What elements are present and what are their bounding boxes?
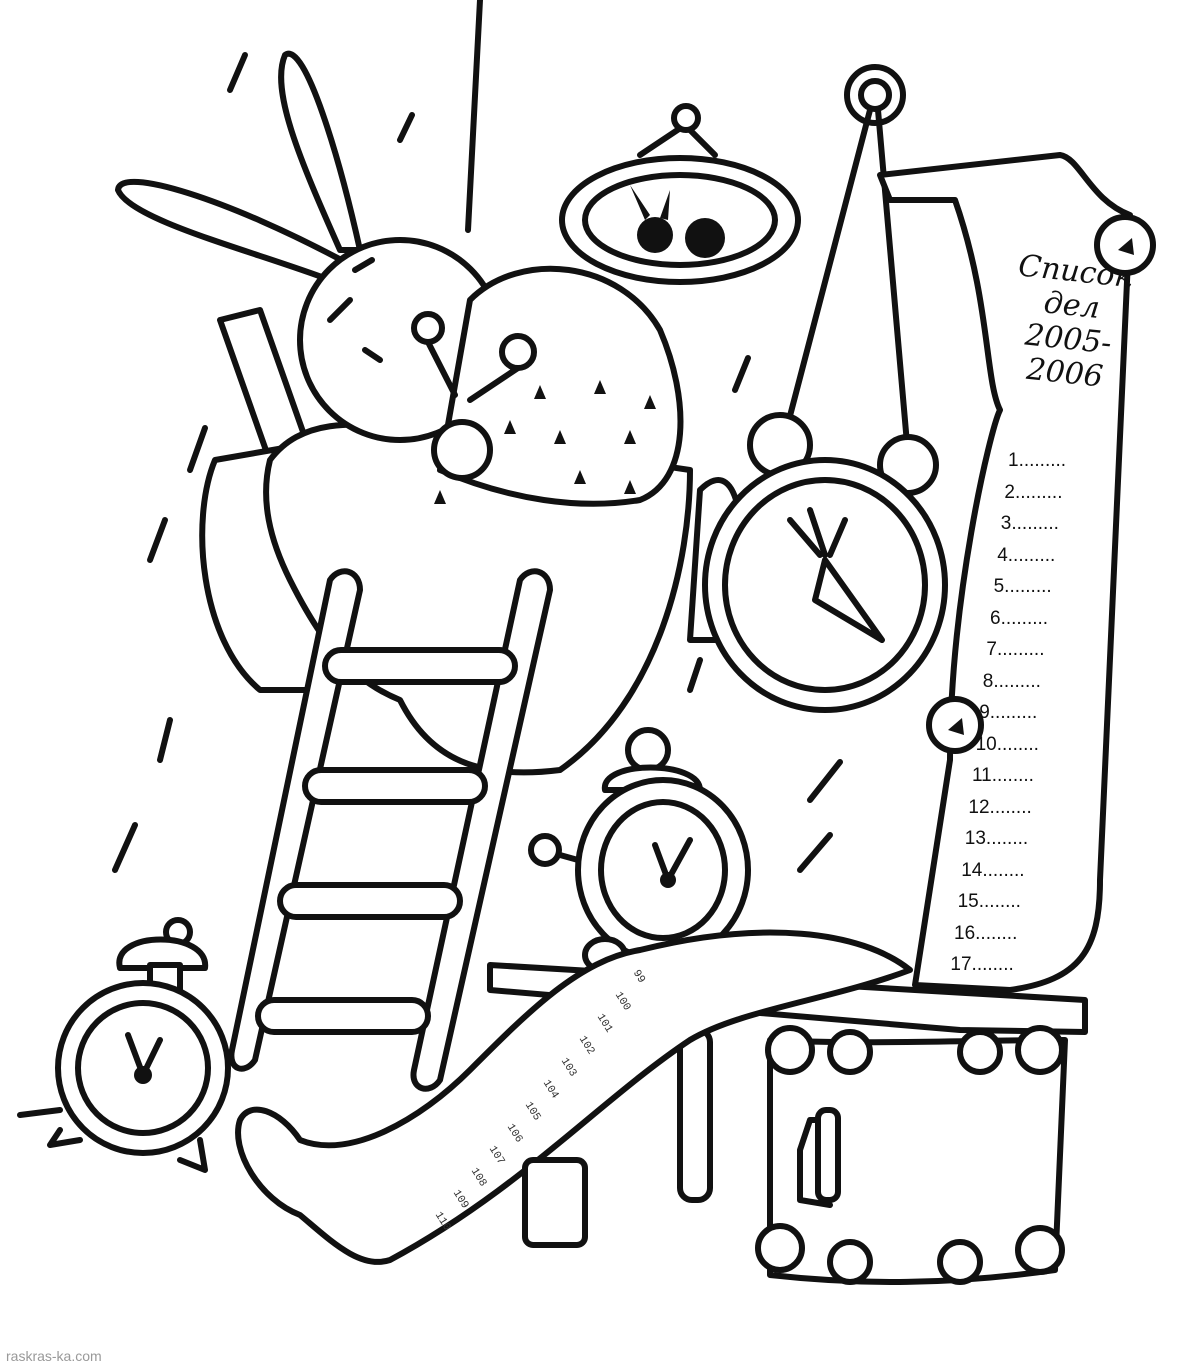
todo-list-item: 4......... — [997, 544, 1056, 566]
todo-list-item: 11........ — [972, 765, 1034, 786]
paper-strip — [235, 929, 913, 1265]
todo-list-items: 1......... 2......... 3......... 4.........… — [950, 450, 1071, 986]
todo-list-item: 13........ — [964, 828, 1029, 849]
todo-list-item: 9......... — [979, 702, 1038, 723]
todo-list-item: 6......... — [990, 607, 1049, 629]
todo-list-item: 2......... — [1004, 481, 1063, 503]
todo-list-item: 16........ — [954, 922, 1018, 944]
todo-list-item: 14........ — [961, 859, 1025, 881]
todo-list-item: 3......... — [1000, 513, 1059, 534]
todo-list-title: Список дел 2005-2006 — [998, 248, 1142, 398]
hanging-scale — [702, 64, 948, 713]
watermark: raskras-ka.com — [6, 1348, 102, 1364]
rabbit — [115, 50, 743, 776]
todo-list-item: 17........ — [950, 954, 1014, 975]
picture-frame — [559, 103, 801, 285]
todo-list-item: 5......... — [993, 576, 1052, 597]
alarm-clock-left — [17, 917, 231, 1173]
suitcase — [755, 1025, 1068, 1285]
todo-scroll — [877, 152, 1156, 993]
todo-list-item: 15........ — [957, 891, 1021, 912]
ladder — [228, 568, 553, 1092]
todo-list-item: 7......... — [986, 639, 1045, 660]
todo-list-item: 8......... — [982, 670, 1041, 692]
title-years: 2005-2006 — [1023, 317, 1114, 395]
todo-list-item: 12........ — [968, 796, 1032, 818]
todo-list-item: 10........ — [975, 733, 1039, 755]
todo-list-item: 1......... — [1008, 450, 1067, 471]
